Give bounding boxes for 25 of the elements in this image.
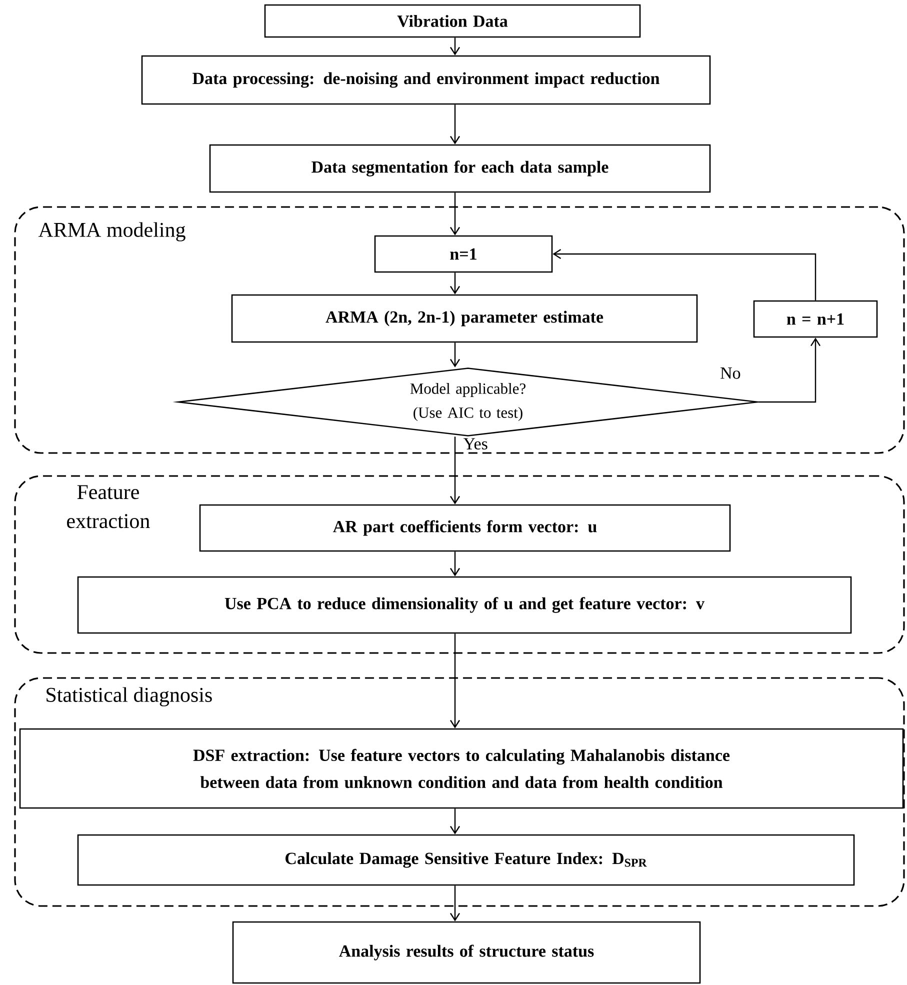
process-box: Calculate Damage Sensitive Feature Index: D$_{SPR}$ <box>77 834 855 886</box>
process-box: n=1 <box>374 235 553 273</box>
process-box: Use PCA to reduce dimensionality of u and get feature vector: v <box>77 576 852 634</box>
process-box: Data processing: de-noising and environment impact reduction <box>141 55 711 105</box>
arrow <box>450 272 460 294</box>
arrow <box>450 886 460 922</box>
arrow <box>450 342 460 368</box>
arrow <box>450 104 460 144</box>
process-box: n = n+1 <box>753 300 878 338</box>
arrow <box>450 634 460 728</box>
process-box: Vibration Data <box>264 4 641 38</box>
process-box: AR part coefficients form vector: u <box>199 504 731 552</box>
arrow <box>758 338 820 403</box>
process-box: Data segmentation for each data sample <box>209 144 711 193</box>
arrow <box>450 38 460 56</box>
arrow <box>450 552 460 576</box>
process-box: Analysis results of structure status <box>232 921 701 984</box>
arrow <box>552 249 816 300</box>
edge-label: No <box>719 366 742 380</box>
process-box: DSF extraction: Use feature vectors to calculating Mahalanobis distance between data from unknown condition and data from health condition <box>19 728 904 809</box>
process-box: ARMA (2n, 2n-1) parameter estimate <box>231 294 698 343</box>
arrow <box>450 808 460 834</box>
arrow <box>450 192 460 236</box>
edge-label: Yes <box>462 437 489 450</box>
arrow <box>450 436 460 504</box>
